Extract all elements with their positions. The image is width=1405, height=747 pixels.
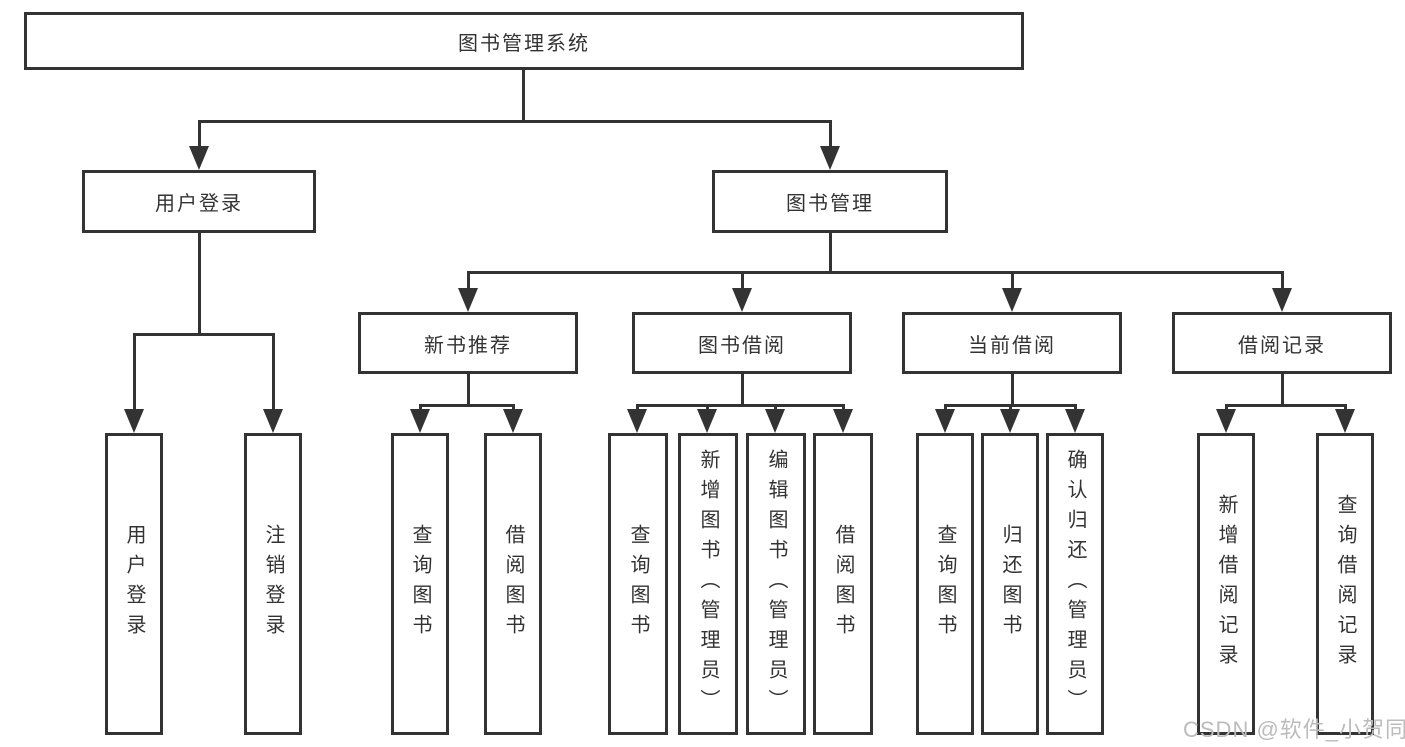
node-root-label: 图书管理系统 [458, 32, 590, 55]
connector-line [198, 232, 201, 333]
connector-line [467, 374, 470, 406]
leaf-confirm-return-admin: 确认归还（管理员） [1046, 433, 1104, 735]
connector-line [272, 333, 275, 411]
leaf-borrow-books: 借阅图书 [813, 433, 873, 735]
connector-line [198, 120, 832, 123]
connector-line [741, 374, 744, 406]
leaf-query-borrow-record: 查询借阅记录 [1316, 433, 1374, 735]
arrow-down-icon [765, 409, 785, 433]
node-root: 图书管理系统 [24, 12, 1024, 70]
arrow-down-icon [458, 288, 478, 312]
connector-line [1011, 374, 1014, 406]
arrow-down-icon [1002, 288, 1022, 312]
node-book-management: 图书管理 [712, 170, 948, 233]
connector-line [133, 333, 274, 336]
connector-line [522, 70, 525, 122]
leaf-label: 查询图书 [934, 524, 956, 644]
connector-line [1281, 374, 1284, 406]
leaf-user-login: 用户登录 [105, 433, 163, 735]
connector-line [133, 333, 136, 411]
leaf-label: 确认归还（管理员） [1064, 449, 1086, 719]
leaf-query-books-borrow: 查询图书 [608, 433, 668, 735]
leaf-add-book-admin: 新增图书（管理员） [678, 433, 738, 735]
connector-line [636, 404, 845, 407]
leaf-label: 借阅图书 [502, 524, 524, 644]
connector-line [1281, 271, 1284, 291]
node-book-borrow: 图书借阅 [632, 312, 852, 374]
arrow-down-icon [1335, 409, 1355, 433]
leaf-label: 查询图书 [627, 524, 649, 644]
leaf-borrow-books-recommend: 借阅图书 [484, 433, 542, 735]
leaf-label: 借阅图书 [832, 524, 854, 644]
arrow-down-icon [410, 409, 430, 433]
connector-line [467, 271, 1284, 274]
node-label: 当前借阅 [968, 334, 1056, 357]
leaf-query-books-recommend: 查询图书 [391, 433, 449, 735]
connector-line [198, 120, 201, 150]
connector-line [829, 232, 832, 273]
leaf-label: 查询图书 [409, 524, 431, 644]
node-user-login-branch: 用户登录 [82, 170, 316, 233]
arrow-down-icon [263, 409, 283, 433]
arrow-down-icon [189, 146, 209, 170]
connector-line [419, 404, 515, 407]
arrow-down-icon [820, 146, 840, 170]
node-borrow-records: 借阅记录 [1172, 312, 1392, 374]
leaf-label: 新增借阅记录 [1215, 494, 1237, 674]
arrow-down-icon [503, 409, 523, 433]
watermark: CSDN @软件_小贺同学 [1183, 717, 1405, 742]
node-new-book-recommend: 新书推荐 [358, 312, 578, 374]
leaf-logout: 注销登录 [244, 433, 302, 735]
arrow-down-icon [1000, 409, 1020, 433]
arrow-down-icon [627, 409, 647, 433]
leaf-add-borrow-record: 新增借阅记录 [1197, 433, 1255, 735]
arrow-down-icon [732, 288, 752, 312]
leaf-label: 用户登录 [123, 524, 145, 644]
connector-line [829, 120, 832, 150]
arrow-down-icon [1272, 288, 1292, 312]
leaf-label: 编辑图书（管理员） [765, 449, 787, 719]
arrow-down-icon [697, 409, 717, 433]
node-label: 新书推荐 [424, 334, 512, 357]
node-label: 借阅记录 [1238, 334, 1326, 357]
arrow-down-icon [935, 409, 955, 433]
leaf-query-books-current: 查询图书 [916, 433, 974, 735]
arrow-down-icon [124, 409, 144, 433]
node-current-borrow: 当前借阅 [902, 312, 1122, 374]
arrow-down-icon [1065, 409, 1085, 433]
connector-line [1011, 271, 1014, 291]
connector-line [1225, 404, 1346, 407]
arrow-down-icon [1216, 409, 1236, 433]
connector-line [467, 271, 470, 291]
node-label: 图书借阅 [698, 334, 786, 357]
node-label: 图书管理 [786, 193, 874, 215]
leaf-label: 注销登录 [262, 524, 284, 644]
node-label: 用户登录 [155, 193, 243, 215]
leaf-label: 新增图书（管理员） [697, 449, 719, 719]
leaf-label: 查询借阅记录 [1334, 494, 1356, 674]
leaf-edit-book-admin: 编辑图书（管理员） [746, 433, 806, 735]
leaf-return-book: 归还图书 [981, 433, 1039, 735]
leaf-label: 归还图书 [999, 524, 1021, 644]
arrow-down-icon [833, 409, 853, 433]
connector-line [741, 271, 744, 291]
